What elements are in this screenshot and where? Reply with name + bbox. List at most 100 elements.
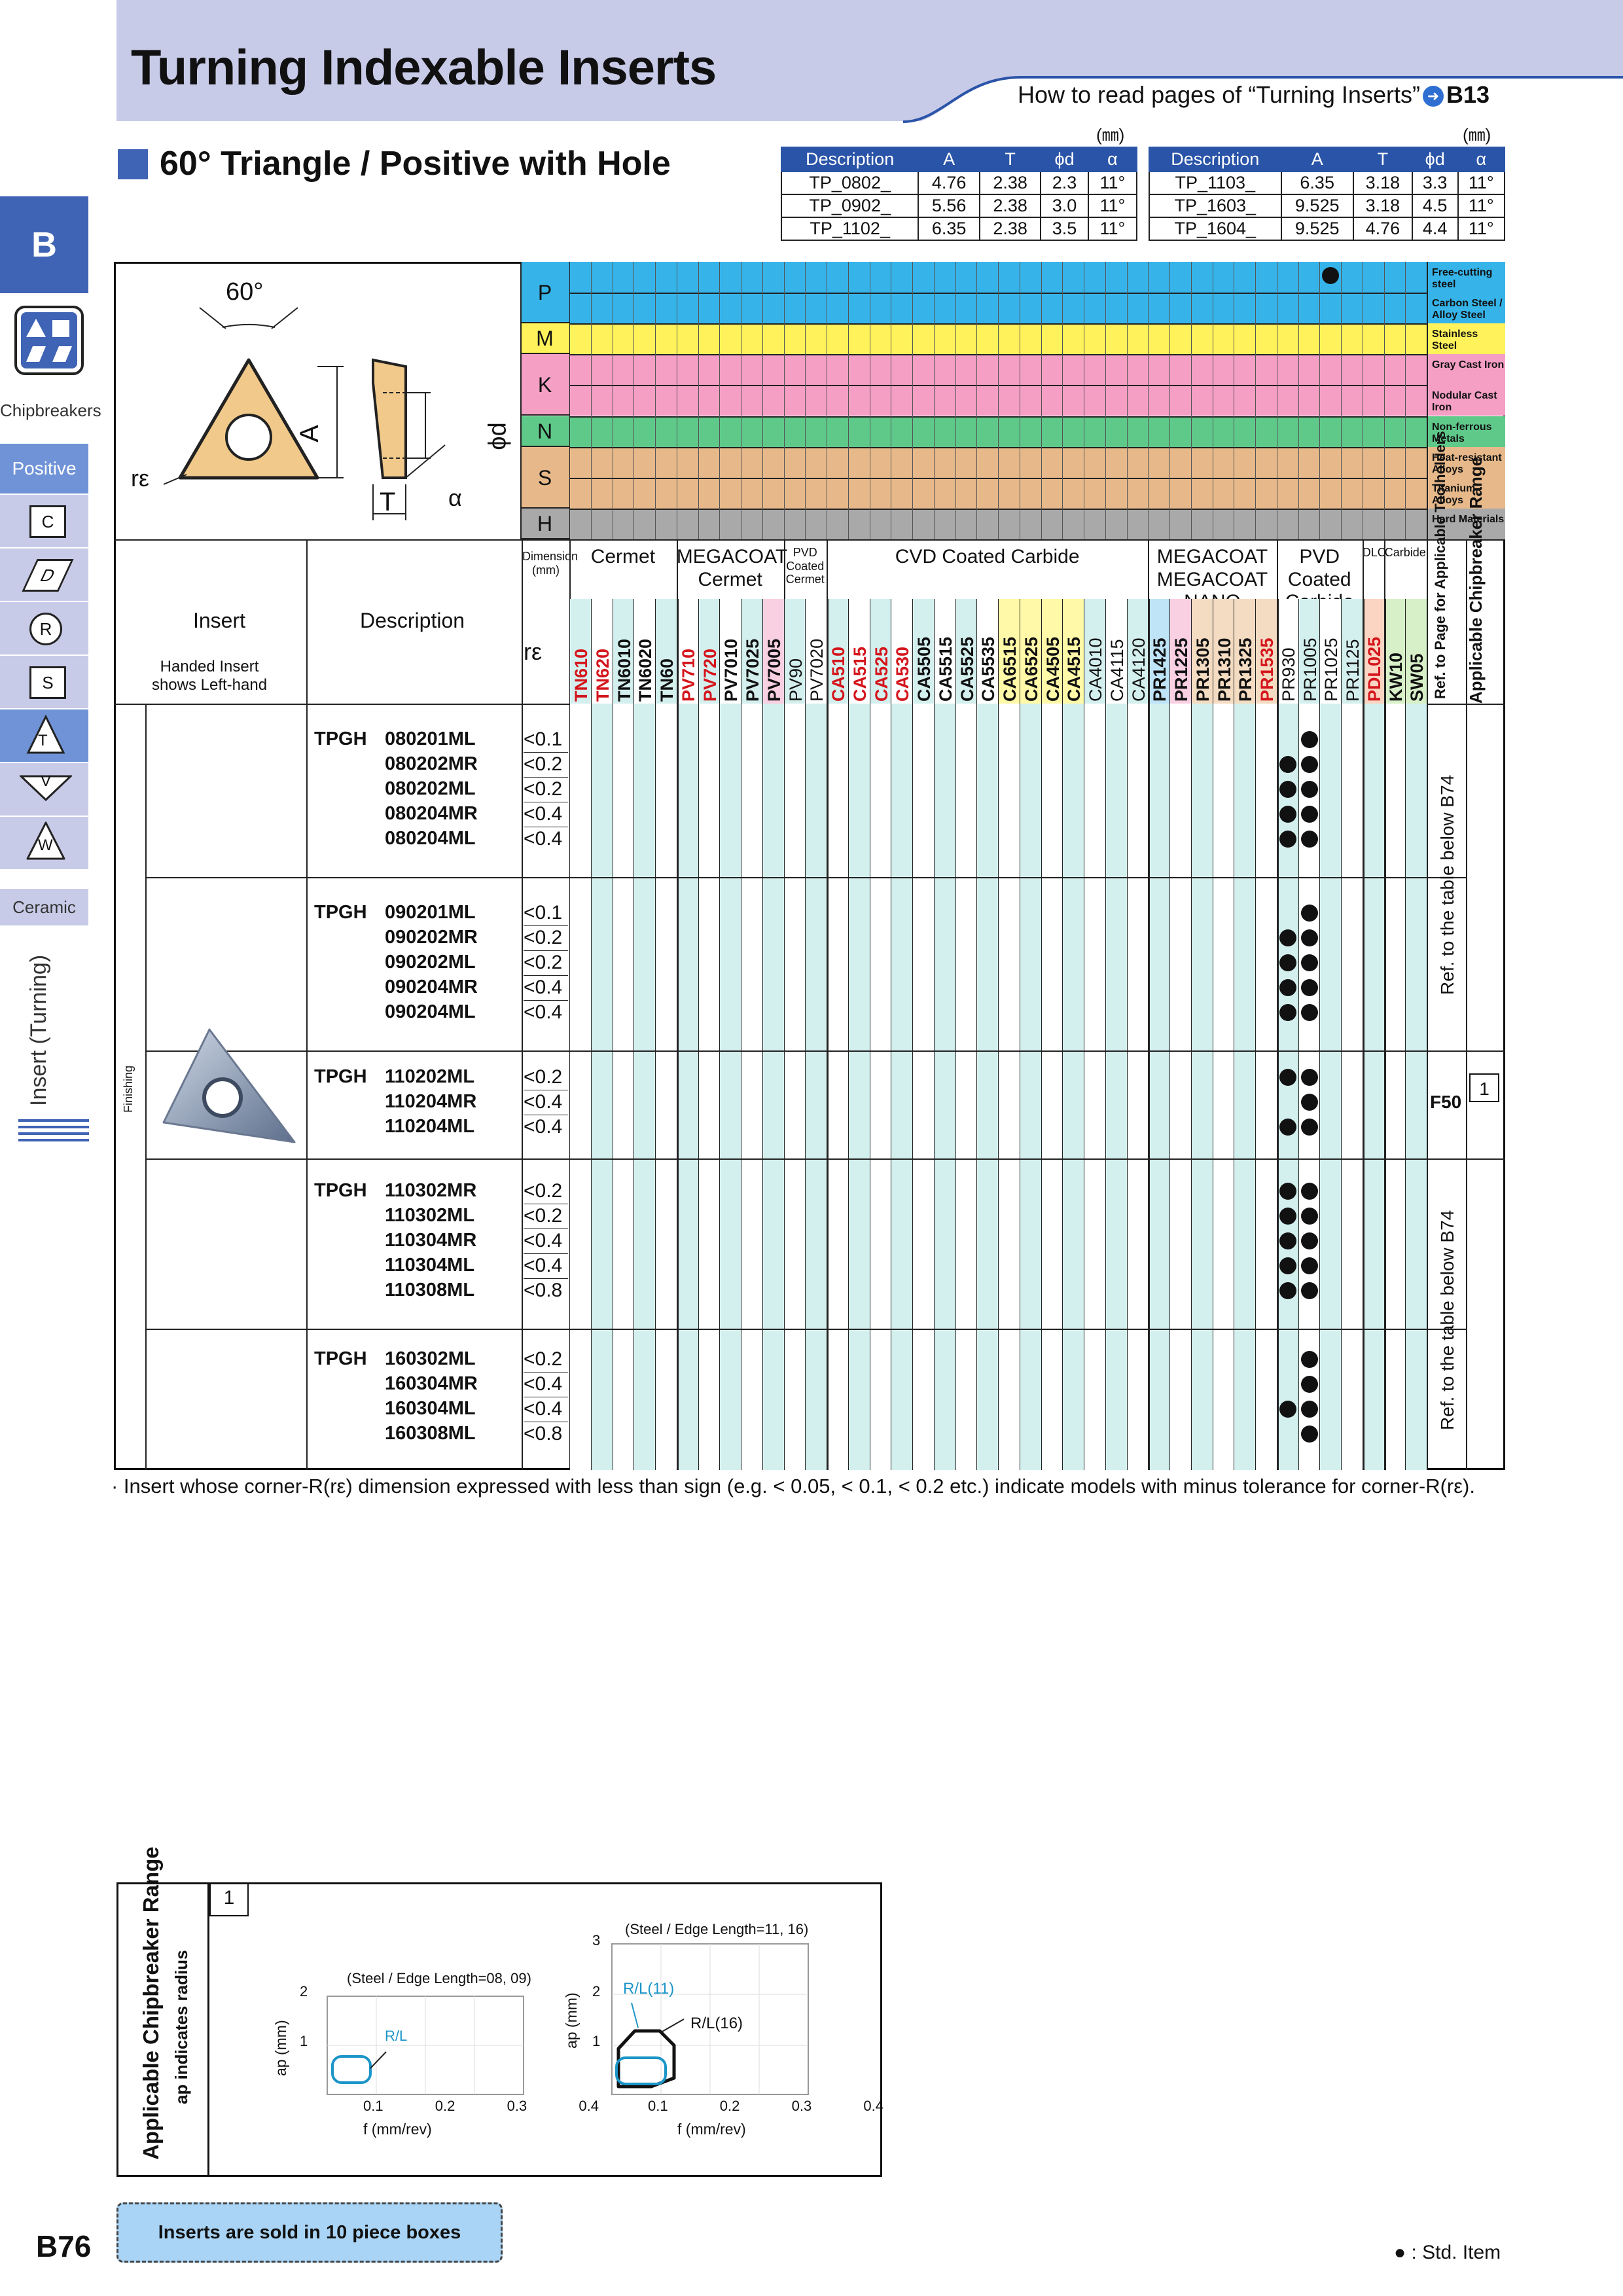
grid-line (1298, 599, 1299, 1470)
grade-header-cell (1062, 599, 1084, 704)
chart2-ytick-2: 2 (592, 1983, 601, 2000)
grade-header-cell (1041, 599, 1063, 704)
grade-label-ca5515: CA5515 (935, 636, 955, 702)
grade-label-pr930: PR930 (1278, 647, 1298, 702)
material-band-row (569, 477, 1505, 509)
grade-header-cell (827, 599, 848, 704)
re-value: <0.8 (524, 1280, 563, 1301)
grade-column (976, 704, 998, 1470)
re-value: <0.8 (524, 1423, 563, 1444)
re-header: rε (524, 638, 543, 665)
sidebar-item-r[interactable]: R (0, 602, 88, 656)
grade-column (955, 704, 977, 1470)
material-label: Stainless Steel (1432, 329, 1478, 352)
grade-label-pr1225: PR1225 (1171, 637, 1191, 702)
chart2-xlabel: f (mm/rev) (677, 2121, 746, 2138)
dim-cell: 3.0 (1040, 194, 1089, 218)
sidebar-chipbreakers[interactable]: Chipbreakers (0, 401, 101, 420)
footnote: · Insert whose corner-R(rε) dimension ex… (111, 1475, 1475, 1498)
grid-line (1341, 599, 1342, 1470)
table-row: 090201ML (385, 902, 476, 923)
chart1-rl-label: R/L (385, 2028, 408, 2044)
grade-column (847, 704, 870, 1470)
grade-column (633, 704, 655, 1470)
finishing-label: Finishing (122, 1065, 135, 1113)
grid-line (805, 599, 806, 1470)
grade-label-ca6515: CA6515 (1000, 636, 1020, 702)
material-code-s: S (520, 446, 569, 509)
table-row: 080204MR (385, 803, 478, 824)
grade-column (1234, 704, 1255, 1470)
std-item-dot (1300, 1069, 1318, 1086)
material-label: Hard Materials (1432, 513, 1505, 525)
std-item-dot (1279, 1183, 1296, 1200)
dim-a-label: A (294, 425, 324, 442)
grade-header-cell (1234, 599, 1255, 704)
grade-label-ca5525: CA5525 (957, 636, 977, 702)
desc-prefix: TPGH (314, 1348, 367, 1369)
material-label: Carbon Steel / Alloy Steel (1432, 298, 1503, 321)
re-value: <0.4 (524, 1091, 563, 1113)
table-row: 110302MR (385, 1180, 477, 1201)
section-tab-b[interactable]: B (0, 196, 88, 293)
sidebar-item-w[interactable]: W (0, 817, 88, 870)
grade-column (1019, 704, 1041, 1470)
grid-line (912, 262, 913, 539)
grid-line (1466, 539, 1467, 1470)
table-row: 080202MR (385, 753, 478, 774)
ref-page-f50: F50 (1430, 1092, 1462, 1112)
sidebar-item-t[interactable]: T (0, 709, 88, 763)
grid-line (1148, 599, 1150, 1470)
grade-header-cell (1405, 599, 1427, 704)
howto-link[interactable]: How to read pages of “Turning Inserts”➜B… (1018, 81, 1489, 108)
grade-header-cell (783, 599, 806, 704)
grade-header-cell (955, 599, 977, 704)
dim-cell: TP_1603_ (1149, 194, 1282, 218)
grade-header-cell (1276, 599, 1298, 704)
grid-line (1319, 599, 1321, 1470)
sidebar-ceramic[interactable]: Ceramic (0, 889, 88, 925)
grid-line (524, 777, 568, 778)
chip-range-ref: 1 (1469, 1073, 1499, 1102)
sidebar-item-d[interactable]: D (0, 548, 88, 602)
chart2-rl16-label: R/L(16) (690, 2015, 743, 2032)
grid-line (655, 599, 656, 1470)
std-item-dot (1300, 1376, 1318, 1393)
table-row: 110304ML (385, 1255, 475, 1276)
re-value: <0.4 (524, 1230, 563, 1251)
std-item-dot (1300, 1004, 1318, 1021)
dim-cell: 4.76 (1352, 217, 1413, 241)
grid-line (306, 539, 308, 1470)
sidebar-insert-turning: Insert (Turning) (26, 954, 51, 1106)
re-value: <0.4 (524, 803, 563, 825)
std-item-dot (1300, 979, 1318, 996)
grade-column (590, 704, 613, 1470)
sidebar-positive[interactable]: Positive (0, 444, 88, 493)
xtick: 0.3 (507, 2098, 527, 2114)
sidebar-item-s[interactable]: S (0, 656, 88, 709)
grade-column (827, 704, 848, 1470)
re-value: <0.4 (524, 1001, 563, 1023)
sidebar-item-v[interactable]: V (0, 763, 88, 817)
grade-header-cell (1084, 599, 1105, 704)
chip-range-subtitle: ap indicates radius (171, 1950, 191, 2104)
std-item-dot (1279, 979, 1296, 996)
grade-label-tn620: TN620 (592, 648, 613, 702)
grade-column (783, 704, 806, 1470)
table-row: 160302ML (385, 1348, 476, 1369)
insert-shapes-icon (13, 304, 85, 376)
std-item-dot (1300, 954, 1318, 971)
grade-header-cell (612, 599, 634, 704)
std-item-dot (1300, 929, 1318, 946)
re-value: <0.1 (524, 902, 563, 924)
table-row: 160308ML (385, 1423, 476, 1444)
grid-line (933, 262, 935, 539)
grade-column (612, 704, 634, 1470)
square-shape-icon: S (29, 666, 66, 699)
grade-header-cell (698, 599, 720, 704)
grid-line (1319, 262, 1321, 539)
sidebar-item-c[interactable]: C (0, 495, 88, 548)
